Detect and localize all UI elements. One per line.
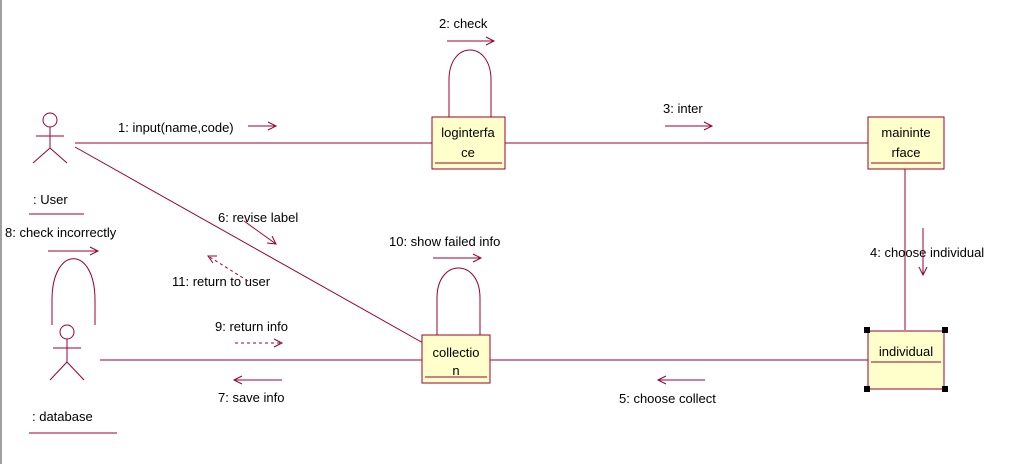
message-7-label: 7: save info bbox=[218, 390, 285, 405]
message-5-label: 5: choose collect bbox=[619, 391, 716, 406]
message-3-arrow-icon bbox=[665, 121, 714, 131]
message-8-label: 8: check incorrectly bbox=[5, 225, 117, 240]
message-9[interactable]: 9: return info bbox=[215, 319, 288, 348]
message-10-label: 10: show failed info bbox=[389, 234, 500, 249]
message-11-label: 11: return to user bbox=[172, 274, 271, 289]
object-maininterface-label-line2: rface bbox=[892, 145, 921, 160]
actor-database[interactable]: : database bbox=[29, 324, 117, 434]
message-1-arrow-icon bbox=[248, 121, 278, 131]
selection-handle-top-left[interactable] bbox=[864, 327, 870, 333]
self-loop-collection bbox=[436, 267, 481, 335]
message-7-arrow-icon bbox=[232, 375, 282, 385]
object-collection[interactable]: collectio n bbox=[421, 334, 491, 384]
message-1[interactable]: 1: input(name,code) bbox=[118, 120, 278, 135]
database-stick-figure-icon bbox=[49, 324, 85, 381]
selection-handle-bottom-right[interactable] bbox=[942, 386, 948, 392]
message-9-arrow-icon bbox=[235, 338, 284, 348]
actor-database-label: : database bbox=[32, 409, 93, 424]
link-user-collection bbox=[74, 146, 433, 349]
message-3-label: 3: inter bbox=[663, 101, 703, 116]
message-2-arrow-icon bbox=[447, 36, 496, 46]
message-5[interactable]: 5: choose collect bbox=[619, 375, 716, 406]
message-4-arrow-icon bbox=[918, 228, 928, 277]
message-10[interactable]: 10: show failed info bbox=[389, 234, 500, 263]
message-2-label: 2: check bbox=[439, 16, 488, 31]
message-2[interactable]: 2: check bbox=[439, 16, 496, 46]
message-9-label: 9: return info bbox=[215, 319, 288, 334]
message-4[interactable]: 4: choose individual bbox=[870, 228, 984, 277]
actor-user-label: : User bbox=[33, 192, 68, 207]
message-3[interactable]: 3: inter bbox=[663, 101, 714, 131]
selection-handle-top-right[interactable] bbox=[942, 327, 948, 333]
object-individual[interactable]: individual bbox=[864, 327, 948, 392]
message-8-arrow-icon bbox=[48, 246, 100, 256]
object-collection-label-line1: collectio bbox=[433, 345, 480, 360]
selection-handle-bottom-left[interactable] bbox=[864, 386, 870, 392]
object-loginterface-label-line1: loginterfa bbox=[441, 125, 495, 140]
object-collection-label-line2: n bbox=[452, 363, 459, 378]
object-maininterface-label-line1: maininte bbox=[881, 125, 930, 140]
message-1-label: 1: input(name,code) bbox=[118, 120, 234, 135]
object-loginterface[interactable]: loginterfa ce bbox=[431, 116, 506, 170]
message-10-arrow-icon bbox=[433, 253, 483, 263]
message-6[interactable]: 6: revise label bbox=[218, 210, 298, 245]
object-loginterface-box bbox=[431, 116, 506, 170]
self-loop-loginterface bbox=[448, 49, 492, 117]
message-7[interactable]: 7: save info bbox=[218, 375, 285, 405]
object-individual-box bbox=[867, 330, 945, 390]
message-8[interactable]: 8: check incorrectly bbox=[5, 225, 117, 256]
message-6-arrow-icon bbox=[243, 220, 277, 245]
message-6-label: 6: revise label bbox=[218, 210, 298, 225]
object-maininterface-box bbox=[867, 116, 945, 170]
user-stick-figure-icon bbox=[32, 112, 68, 164]
message-4-label: 4: choose individual bbox=[870, 245, 984, 260]
message-11-arrow-icon bbox=[207, 255, 249, 282]
message-5-arrow-icon bbox=[656, 375, 705, 385]
object-collection-box bbox=[421, 334, 491, 384]
object-maininterface[interactable]: maininte rface bbox=[867, 116, 945, 170]
object-individual-label: individual bbox=[879, 344, 933, 359]
self-loop-database bbox=[51, 258, 96, 325]
message-11[interactable]: 11: return to user bbox=[172, 255, 271, 289]
actor-user[interactable]: : User bbox=[29, 112, 84, 215]
object-loginterface-label-line2: ce bbox=[461, 145, 475, 160]
